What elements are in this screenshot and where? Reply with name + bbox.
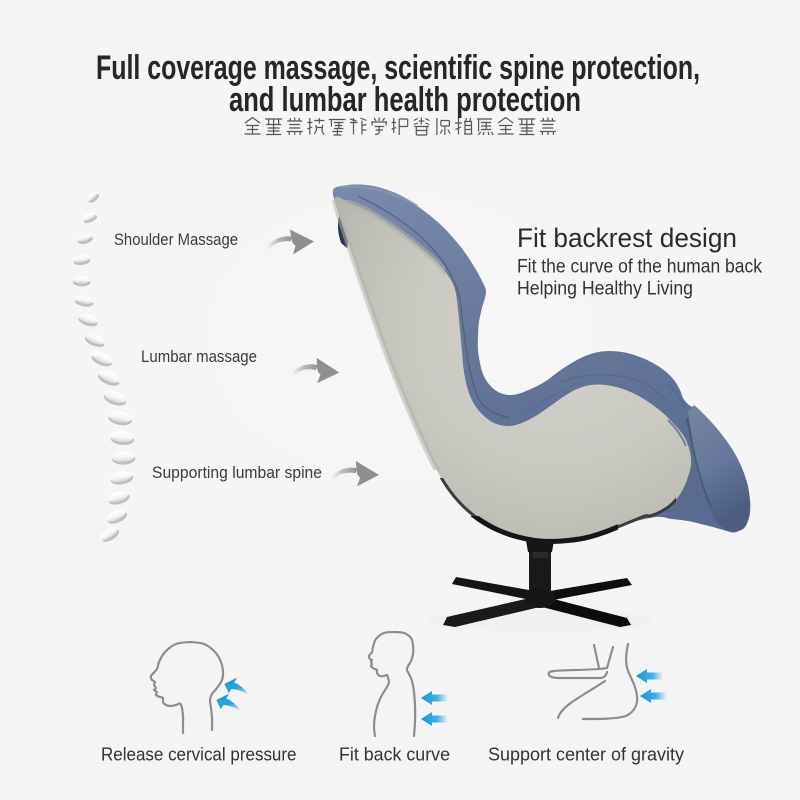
- svg-text:Support center of gravity: Support center of gravity: [488, 745, 684, 765]
- svg-text:Fit back curve: Fit back curve: [339, 745, 450, 765]
- svg-text:Lumbar massage: Lumbar massage: [141, 347, 257, 366]
- svg-text:Supporting lumbar spine: Supporting lumbar spine: [152, 463, 322, 482]
- svg-text:Helping Healthy Living: Helping Healthy Living: [517, 279, 693, 300]
- svg-text:Fit backrest design: Fit backrest design: [517, 223, 737, 253]
- svg-text:Shoulder Massage: Shoulder Massage: [114, 230, 238, 249]
- svg-text:and lumbar health protection: and lumbar health protection: [229, 81, 581, 119]
- svg-text:Fit the curve of the human bac: Fit the curve of the human back: [517, 257, 762, 278]
- svg-text:Release cervical pressure: Release cervical pressure: [101, 745, 297, 765]
- svg-text:Full coverage massage, scienti: Full coverage massage, scientific spine …: [96, 49, 700, 87]
